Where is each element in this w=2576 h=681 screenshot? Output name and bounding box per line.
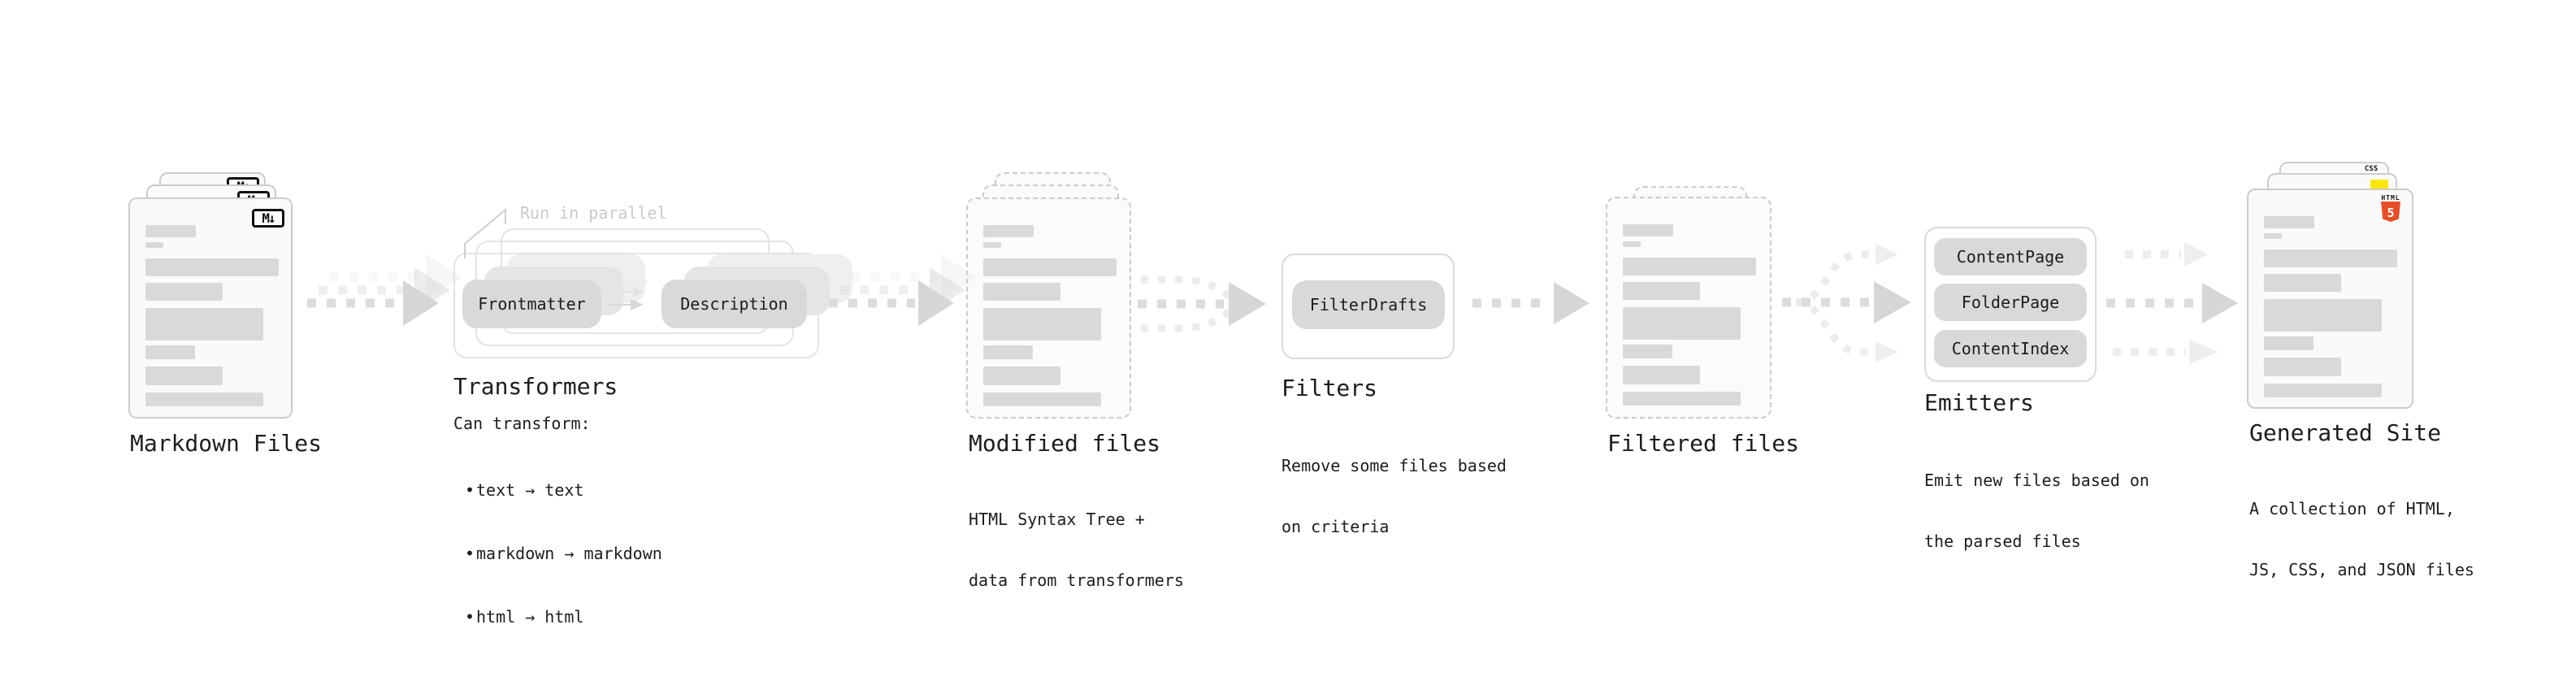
- caption-line: Remove some files based: [1281, 456, 1507, 475]
- text-line-placeholder: [1623, 258, 1756, 275]
- html5-shield: 5: [2381, 202, 2400, 222]
- text-line-placeholder: [2264, 384, 2382, 397]
- section-title-filters: Filters: [1281, 375, 1378, 401]
- text-line-placeholder: [983, 258, 1117, 276]
- transformer-pill-frontmatter: Frontmatter: [462, 280, 601, 328]
- section-title-transformers: Transformers: [453, 373, 618, 400]
- text-line-placeholder: [1623, 282, 1700, 300]
- bullet-icon: •: [465, 544, 475, 563]
- section-title-filtered-files: Filtered files: [1607, 430, 1800, 457]
- list-item: •html → html: [453, 606, 662, 627]
- filter-pill-filterdrafts: FilterDrafts: [1292, 280, 1445, 329]
- text-line-placeholder: [145, 283, 223, 301]
- html5-icon-label: HTML: [2381, 194, 2400, 202]
- section-title-modified-files: Modified files: [969, 430, 1161, 457]
- text-line-placeholder: [2264, 274, 2341, 292]
- text-line-placeholder: [145, 367, 223, 385]
- text-line-placeholder: [145, 242, 163, 248]
- text-line-placeholder: [145, 393, 263, 406]
- caption-line: HTML Syntax Tree +: [969, 510, 1145, 529]
- text-line-placeholder: [2264, 299, 2382, 332]
- flow-arrow-emitters-to-site: [2106, 242, 2238, 364]
- text-line-placeholder: [2264, 216, 2314, 228]
- text-line-placeholder: [2264, 249, 2397, 267]
- text-line-placeholder: [1623, 392, 1741, 406]
- list-item: •markdown → markdown: [453, 543, 662, 564]
- flow-arrow-filters-to-filtered: [1472, 282, 1589, 324]
- skeleton-text: [145, 225, 279, 406]
- transformers-caption: Can transform:: [453, 414, 591, 433]
- emitter-pill-contentpage: ContentPage: [1934, 238, 2087, 275]
- html5-icon: HTML 5: [2380, 194, 2401, 227]
- list-item-text: html → html: [476, 607, 584, 627]
- text-line-placeholder: [983, 308, 1101, 340]
- emitter-pill-folderpage: FolderPage: [1934, 284, 2087, 321]
- generated-site-caption: A collection of HTML, JS, CSS, and JSON …: [2249, 458, 2474, 621]
- css-icon-label: CSS: [2364, 165, 2379, 173]
- text-line-placeholder: [1623, 241, 1641, 247]
- text-line-placeholder: [145, 308, 263, 340]
- text-line-placeholder: [983, 283, 1060, 301]
- text-line-placeholder: [1623, 224, 1673, 236]
- transformers-bullet-list: •text → text •markdown → markdown •html …: [453, 437, 662, 670]
- emitters-caption: Emit new files based on the parsed files: [1924, 430, 2149, 592]
- caption-line: on criteria: [1281, 517, 1390, 536]
- skeleton-text: [983, 225, 1117, 406]
- modified-files-caption: HTML Syntax Tree + data from transformer…: [969, 469, 1184, 631]
- list-item: •text → text: [453, 479, 662, 501]
- bullet-icon: •: [465, 480, 475, 500]
- skeleton-text: [2264, 216, 2397, 397]
- caption-line: JS, CSS, and JSON files: [2249, 560, 2474, 579]
- text-line-placeholder: [145, 258, 279, 276]
- text-line-placeholder: [983, 242, 1001, 248]
- filters-caption: Remove some files based on criteria: [1281, 415, 1507, 578]
- document-card-front: [1606, 197, 1772, 419]
- transformer-pill-description: Description: [661, 280, 807, 328]
- text-line-placeholder: [983, 225, 1034, 237]
- text-line-placeholder: [145, 225, 196, 237]
- list-item-text: text → text: [476, 480, 584, 500]
- caption-line: A collection of HTML,: [2249, 499, 2455, 518]
- section-title-emitters: Emitters: [1924, 389, 2034, 416]
- flow-arrow-filtered-to-emitters: [1782, 244, 1911, 362]
- caption-line: the parsed files: [1924, 531, 2081, 551]
- document-card-front: HTML 5: [2247, 189, 2413, 409]
- text-line-placeholder: [2264, 233, 2282, 239]
- skeleton-text: [1623, 224, 1756, 406]
- list-item-text: markdown → markdown: [476, 544, 662, 563]
- text-line-placeholder: [983, 367, 1060, 385]
- caption-line: Emit new files based on: [1924, 471, 2149, 490]
- flow-arrow-markdown-to-transformers: [307, 254, 462, 326]
- caption-line: data from transformers: [969, 570, 1184, 590]
- js-icon: [2370, 180, 2388, 190]
- text-line-placeholder: [2264, 358, 2341, 376]
- text-line-placeholder: [983, 393, 1101, 406]
- run-in-parallel-annotation: Run in parallel: [520, 203, 667, 223]
- text-line-placeholder: [1623, 345, 1672, 358]
- text-line-placeholder: [983, 345, 1033, 359]
- section-title-markdown-files: Markdown Files: [130, 430, 323, 457]
- bullet-icon: •: [465, 607, 475, 627]
- emitter-pill-contentindex: ContentIndex: [1934, 330, 2087, 367]
- text-line-placeholder: [2264, 336, 2314, 350]
- svg-text:5: 5: [2387, 206, 2394, 220]
- text-line-placeholder: [145, 345, 195, 359]
- markdown-icon: M↓: [252, 209, 284, 228]
- text-line-placeholder: [1623, 307, 1741, 340]
- text-line-placeholder: [1623, 366, 1700, 384]
- document-card-front: M↓: [128, 197, 293, 419]
- flow-arrow-modified-to-filters: [1138, 275, 1266, 332]
- section-title-generated-site: Generated Site: [2249, 419, 2442, 446]
- document-card-front: [966, 197, 1131, 419]
